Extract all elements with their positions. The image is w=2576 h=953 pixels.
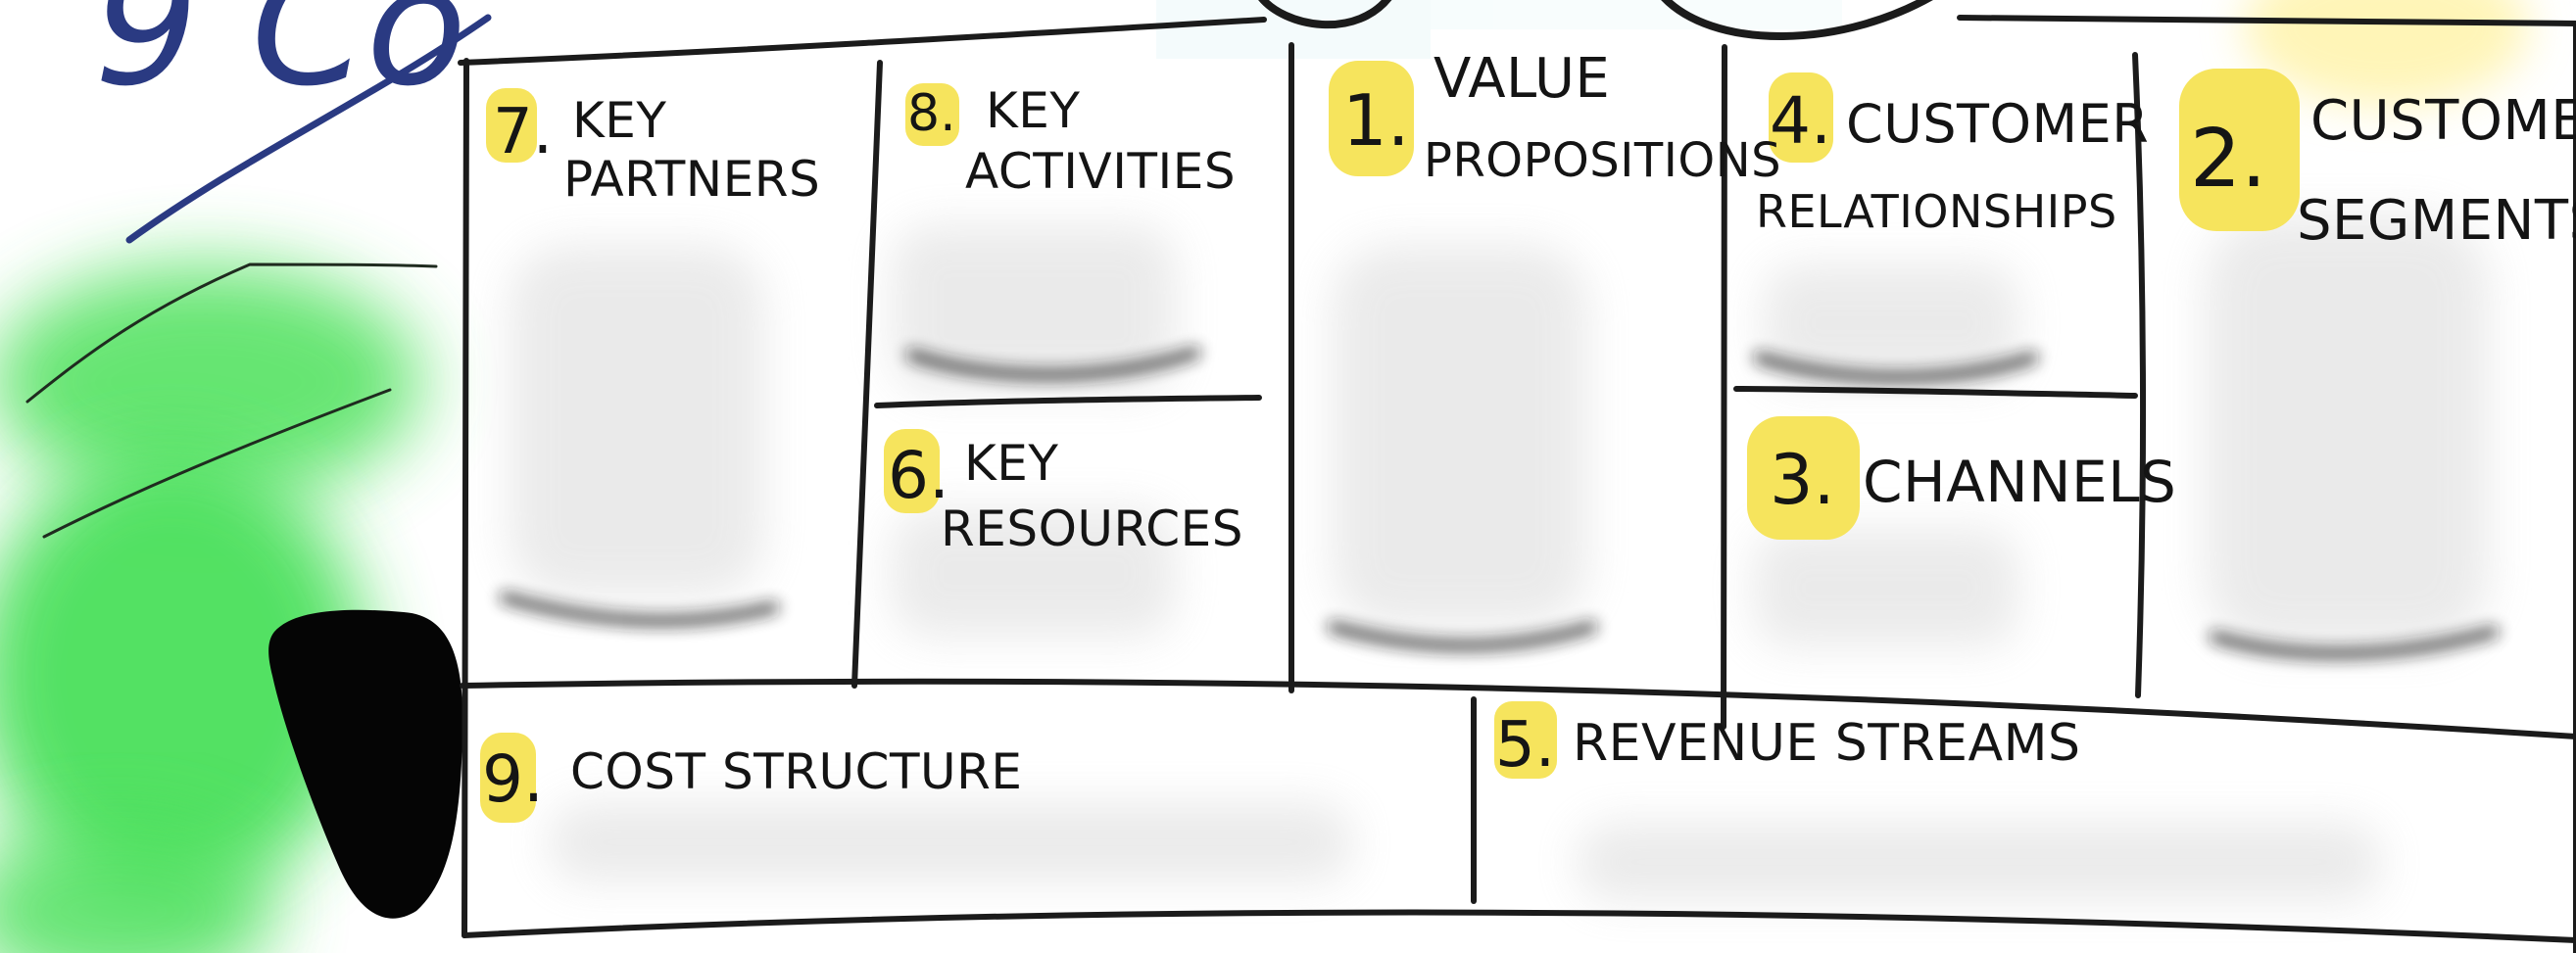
key-resources-title-line-1: KEY bbox=[964, 435, 1058, 492]
customer-relationships-title-line-2: RELATIONSHIPS bbox=[1756, 185, 2117, 238]
customer-relationships-title-line-1: CUSTOMER bbox=[1846, 93, 2149, 155]
key-resources-number: 6. bbox=[888, 438, 949, 513]
value-propositions-title-line-1: VALUE bbox=[1434, 47, 1610, 111]
customer-segments-title-line-2: SEGMENTS bbox=[2297, 189, 2576, 253]
key-resources-title-line-2: RESOURCES bbox=[941, 500, 1243, 557]
revenue-streams-title-line-1: REVENUE STREAMS bbox=[1573, 714, 2080, 773]
cost-structure-title-line-1: COST STRUCTURE bbox=[570, 743, 1022, 800]
value-propositions-title-line-2: PROPOSITIONS bbox=[1424, 133, 1781, 188]
canvas-grid bbox=[458, 15, 2576, 953]
key-partners-title-line-2: PARTNERS bbox=[563, 151, 820, 208]
key-partners-title-line-1: KEY bbox=[572, 92, 666, 149]
canvas-labels: 7. KEY PARTNERS 8. KEY ACTIVITIES 6. KEY… bbox=[482, 47, 2576, 817]
left-sketch-lines bbox=[25, 14, 492, 539]
partial-top-text: 9 Co bbox=[94, 0, 466, 122]
value-propositions-number: 1. bbox=[1342, 79, 1410, 162]
customer-relationships-number: 4. bbox=[1770, 83, 1831, 159]
channels-number: 3. bbox=[1770, 440, 1835, 520]
number-highlights bbox=[480, 61, 2300, 823]
channels-title-line-1: CHANNELS bbox=[1863, 449, 2176, 515]
key-partners-number: 7. bbox=[493, 96, 553, 168]
customer-segments-number: 2. bbox=[2190, 113, 2266, 206]
partial-top-heading: 9 Co bbox=[94, 0, 466, 122]
left-green-blur bbox=[0, 264, 421, 953]
board-shadows bbox=[510, 215, 2489, 901]
key-activities-title-line-1: KEY bbox=[986, 82, 1080, 139]
black-blot bbox=[268, 609, 463, 919]
key-activities-number: 8. bbox=[907, 84, 956, 143]
cost-structure-number: 9. bbox=[482, 741, 544, 817]
key-activities-title-line-2: ACTIVITIES bbox=[965, 143, 1236, 200]
revenue-streams-number: 5. bbox=[1495, 709, 1555, 782]
top-loops bbox=[1258, 0, 1933, 40]
top-right-glow bbox=[2244, 0, 2528, 106]
customer-segments-title-line-1: CUSTOMER bbox=[2310, 89, 2576, 153]
inner-shadow-strokes bbox=[500, 348, 2499, 659]
